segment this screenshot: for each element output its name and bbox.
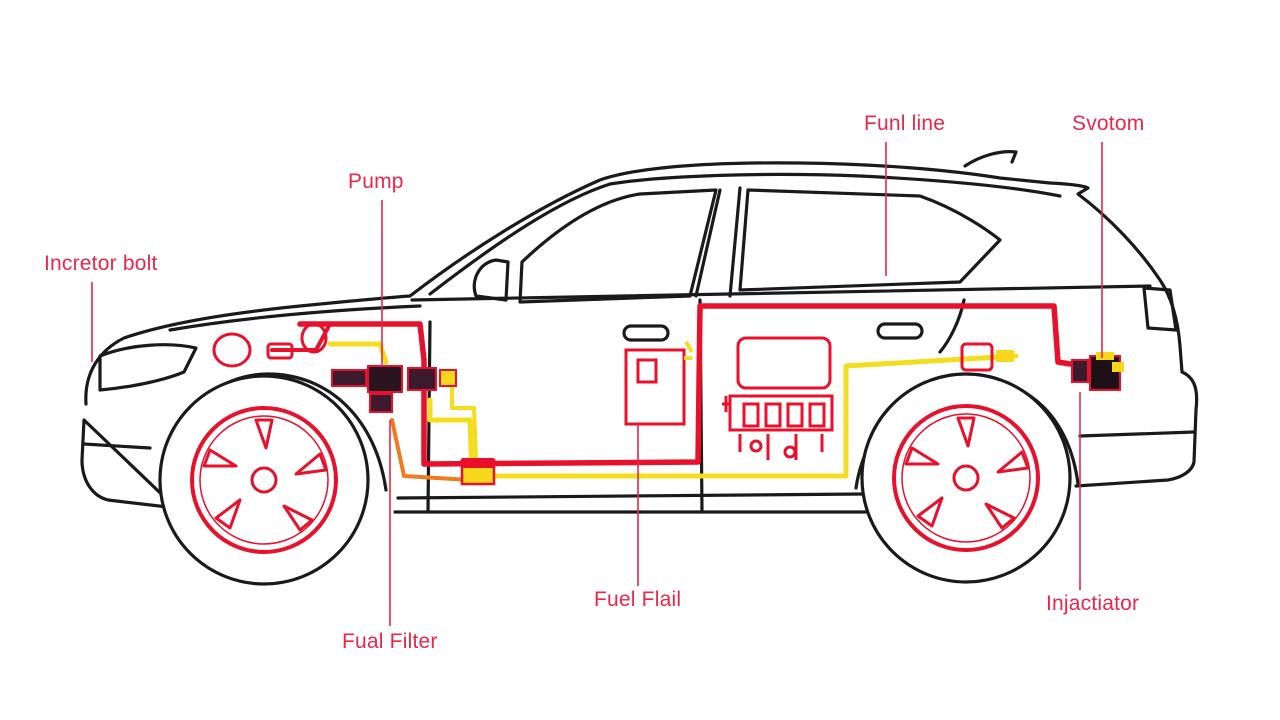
- headlight: [98, 343, 198, 392]
- rear-wheel: [860, 372, 1072, 584]
- tail-light: [1142, 286, 1178, 332]
- front-window: [518, 188, 718, 304]
- label-fuel-line: Funl line: [864, 112, 946, 135]
- label-solenoid: Svotom: [1072, 112, 1145, 135]
- roof-spoiler: [963, 150, 1018, 168]
- fuel-filter-block: [460, 458, 496, 486]
- label-pump: Pump: [348, 170, 404, 193]
- label-fuel-rail: Fuel Flail: [594, 588, 682, 611]
- rear-door-handle: [876, 322, 924, 340]
- front-wheel: [158, 374, 370, 586]
- rear-window: [738, 188, 1002, 292]
- label-injector: Injactiator: [1046, 592, 1140, 615]
- return-line-yellow-2: [450, 370, 478, 462]
- fuel-rail-injectors: [722, 336, 834, 460]
- leader-lines: [91, 142, 1103, 626]
- b-pillar: [694, 186, 742, 298]
- roof-inner-line: [428, 172, 1062, 296]
- rear-bumper: [1078, 430, 1196, 438]
- belt-line: [410, 284, 1152, 302]
- car-silhouette: [80, 161, 1199, 514]
- label-injector-bolt: Incretor bolt: [44, 252, 158, 275]
- fuel-tank: [624, 340, 694, 426]
- label-fuel-filter: Fual Filter: [342, 630, 438, 653]
- front-bumper: [82, 442, 152, 450]
- rear-components: [960, 342, 1124, 391]
- fuel-line-red: [297, 303, 1073, 467]
- sill-line: [396, 492, 864, 500]
- front-door-handle: [622, 324, 670, 342]
- side-mirror: [472, 258, 510, 302]
- orange-line: [390, 418, 472, 482]
- hood-line: [168, 304, 422, 332]
- engine-bay-parts: [212, 322, 328, 368]
- pump-assembly: [331, 365, 457, 413]
